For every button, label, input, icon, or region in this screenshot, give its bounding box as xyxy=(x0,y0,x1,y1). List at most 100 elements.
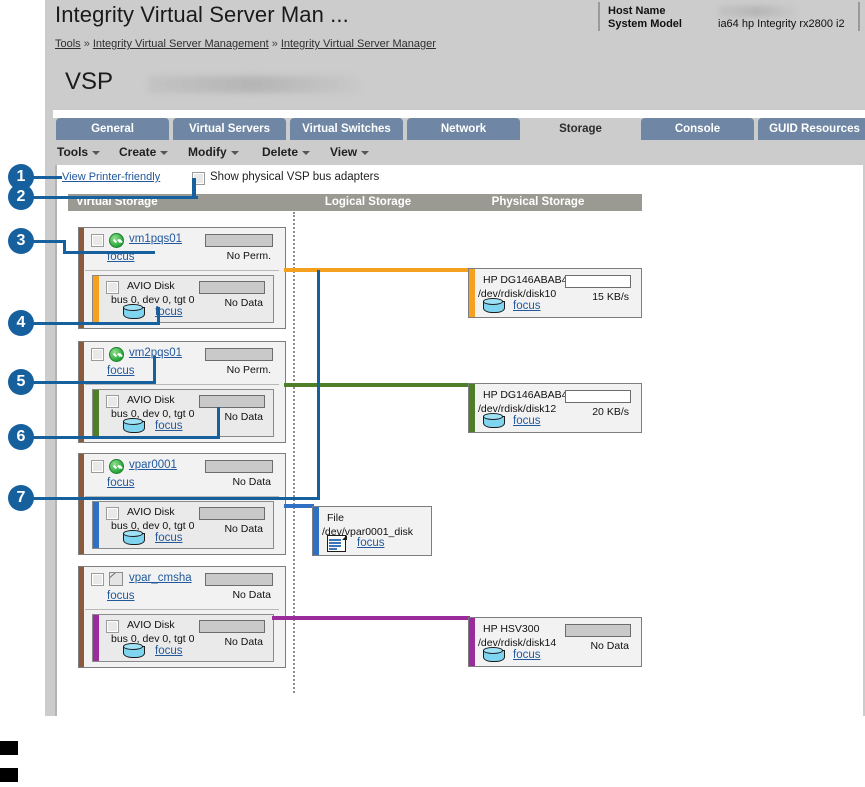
physical-focus-link[interactable]: focus xyxy=(513,415,541,427)
disk-gauge-status: No Data xyxy=(224,523,263,535)
callout-badge-7: 7 xyxy=(8,485,34,511)
disk-focus-link[interactable]: focus xyxy=(155,420,183,432)
callout-line-4h xyxy=(30,322,160,325)
vm-checkbox[interactable] xyxy=(91,348,104,361)
vm-focus-link[interactable]: focus xyxy=(107,477,135,489)
vsp-band: VSP xyxy=(55,62,855,106)
physical-focus-link[interactable]: focus xyxy=(513,649,541,661)
breadcrumb-item-tools[interactable]: Tools xyxy=(55,38,81,50)
vm-name-link[interactable]: vm1pqs01 xyxy=(129,233,183,245)
divider xyxy=(85,270,279,271)
divider xyxy=(85,609,279,610)
disk-title: AVIO Disk xyxy=(127,506,175,518)
vm-accent-bar xyxy=(79,228,84,328)
connector-line-vm2 xyxy=(284,383,470,387)
chevron-down-icon xyxy=(160,150,169,155)
physical-accent-bar xyxy=(469,269,475,317)
physical-path: /dev/rdisk/disk10 xyxy=(478,288,557,300)
menu-delete[interactable]: Delete xyxy=(262,145,311,159)
disk-gauge xyxy=(199,620,265,633)
vm-name-link[interactable]: vm2pqs01 xyxy=(129,347,183,359)
disk-accent-bar xyxy=(93,276,99,322)
disk-checkbox[interactable] xyxy=(106,507,119,520)
disk-gauge xyxy=(199,507,265,520)
disk-checkbox[interactable] xyxy=(106,395,119,408)
vm-group-vm2pqs01: vm2pqs01 focus No Perm. AVIO Disk bus 0,… xyxy=(78,341,286,443)
breadcrumb-item-manager[interactable]: Integrity Virtual Server Manager xyxy=(280,38,436,50)
logical-kind: File xyxy=(327,512,344,524)
vm-gauge xyxy=(205,234,273,247)
vm-checkbox[interactable] xyxy=(91,460,104,473)
physical-gauge-status: 15 KB/s xyxy=(592,291,629,303)
menu-create-label: Create xyxy=(119,145,157,159)
disk-icon xyxy=(123,304,145,319)
vm-focus-link[interactable]: focus xyxy=(107,365,135,377)
callout-line-7v xyxy=(317,270,320,500)
vm-focus-link[interactable]: focus xyxy=(107,251,135,263)
logical-storage-card-file: File /dev/vpar0001_disk focus xyxy=(312,506,432,556)
page-title: Integrity Virtual Server Man ... xyxy=(55,2,349,27)
disk-title: AVIO Disk xyxy=(127,394,175,406)
vm-gauge-status: No Data xyxy=(232,589,271,601)
physical-storage-card-disk10: HP DG146ABAB4 /dev/rdisk/disk10 focus 15… xyxy=(468,268,642,318)
disk-icon xyxy=(483,647,505,662)
physical-accent-bar xyxy=(469,384,475,432)
disk-icon xyxy=(483,413,505,428)
column-header-physical-storage: Physical Storage xyxy=(438,194,638,211)
vm-focus-link[interactable]: focus xyxy=(107,590,135,602)
callout-line-5h xyxy=(30,381,156,384)
physical-focus-link[interactable]: focus xyxy=(513,300,541,312)
physical-accent-bar xyxy=(469,618,475,666)
logical-focus-link[interactable]: focus xyxy=(357,537,385,549)
menu-tools[interactable]: Tools xyxy=(57,145,101,159)
disk-focus-link[interactable]: focus xyxy=(155,532,183,544)
vm-gauge-status: No Perm. xyxy=(226,364,271,376)
physical-name: HP DG146ABAB4 xyxy=(483,274,568,286)
tab-virtual-switches[interactable]: Virtual Switches xyxy=(290,118,403,140)
disk-focus-link[interactable]: focus xyxy=(155,645,183,657)
tab-strip-background xyxy=(53,110,865,118)
physical-gauge-status: No Data xyxy=(590,640,629,652)
disk-checkbox[interactable] xyxy=(106,620,119,633)
vm-checkbox[interactable] xyxy=(91,573,104,586)
host-info-panel: Host Name System Model ia64 hp Integrity… xyxy=(598,2,860,31)
vm-name-link[interactable]: vpar0001 xyxy=(129,459,177,471)
tab-virtual-servers[interactable]: Virtual Servers xyxy=(173,118,286,140)
menu-tools-label: Tools xyxy=(57,145,89,159)
physical-name: HP HSV300 xyxy=(483,623,540,635)
menu-create[interactable]: Create xyxy=(119,145,169,159)
callout-line-4v xyxy=(157,307,160,325)
vm-name-link[interactable]: vpar_cmsha xyxy=(129,572,192,584)
column-header-tail xyxy=(638,194,642,211)
menu-delete-label: Delete xyxy=(262,145,299,159)
disk-icon xyxy=(123,643,145,658)
disk-address: bus 0, dev 0, tgt 0 xyxy=(111,408,195,420)
tab-network[interactable]: Network xyxy=(407,118,520,140)
disk-address: bus 0, dev 0, tgt 0 xyxy=(111,633,195,645)
menu-view[interactable]: View xyxy=(330,145,370,159)
callout-line-1 xyxy=(30,176,62,179)
breadcrumb-separator: » xyxy=(83,38,90,50)
callout-line-2h xyxy=(30,196,198,199)
connector-line-vpar-cmsha xyxy=(272,616,470,620)
disk-title: AVIO Disk xyxy=(127,280,175,292)
breadcrumb-item-management[interactable]: Integrity Virtual Server Management xyxy=(92,38,269,50)
menu-view-label: View xyxy=(330,145,358,159)
divider xyxy=(85,384,279,385)
disk-gauge xyxy=(199,395,265,408)
disk-title: AVIO Disk xyxy=(127,619,175,631)
menu-modify[interactable]: Modify xyxy=(188,145,239,159)
tab-guid-resources[interactable]: GUID Resources xyxy=(758,118,865,140)
vm-gauge xyxy=(205,573,273,586)
view-printer-friendly-link[interactable]: View Printer-friendly xyxy=(62,171,161,183)
disk-focus-link[interactable]: focus xyxy=(155,306,183,318)
disk-checkbox[interactable] xyxy=(106,281,119,294)
connector-line-vpar0001 xyxy=(284,504,314,508)
tab-console[interactable]: Console xyxy=(641,118,754,140)
vm-checkbox[interactable] xyxy=(91,234,104,247)
column-header-spacer xyxy=(246,194,298,211)
tab-general[interactable]: General xyxy=(56,118,169,140)
menu-modify-label: Modify xyxy=(188,145,227,159)
tab-storage[interactable]: Storage xyxy=(524,118,637,140)
